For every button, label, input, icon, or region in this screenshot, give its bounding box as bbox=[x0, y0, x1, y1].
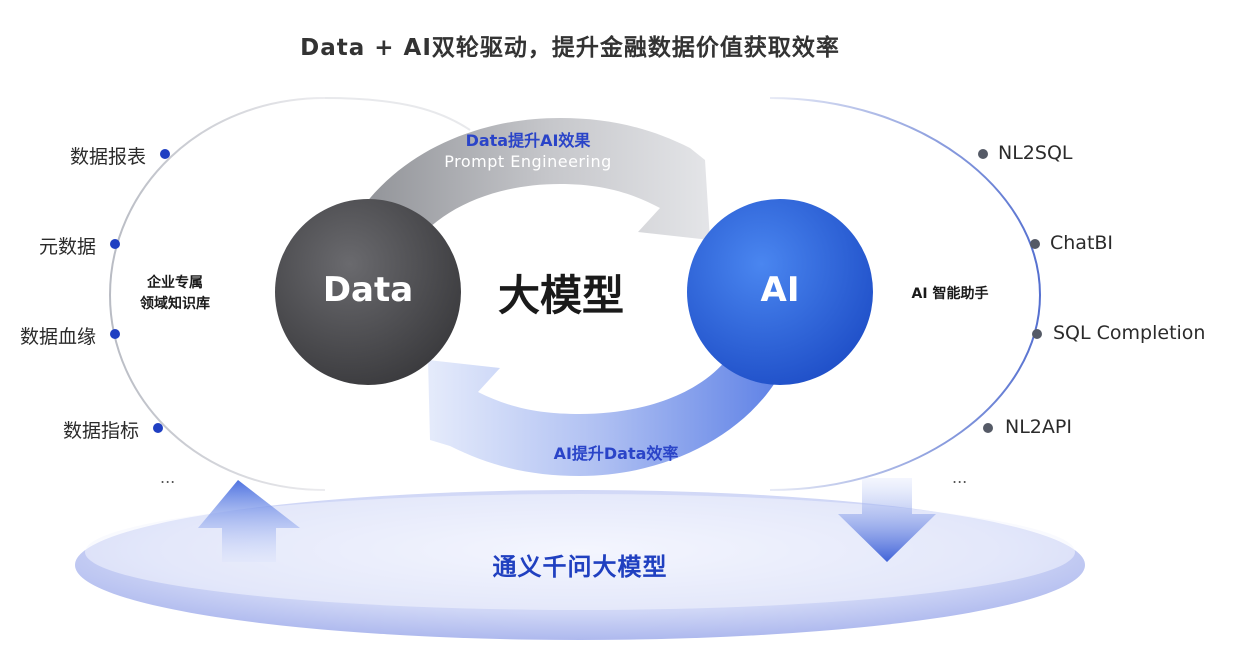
bottom-arrow bbox=[428, 355, 778, 476]
platform-label: 通义千问大模型 bbox=[492, 553, 668, 581]
right-dot bbox=[983, 423, 993, 433]
right-item-nl2api: NL2API bbox=[1005, 416, 1072, 438]
data-circle-label: Data bbox=[322, 270, 414, 310]
top-arrow-sublabel: Prompt Engineering bbox=[444, 152, 612, 171]
center-label: 大模型 bbox=[498, 271, 625, 320]
right-item-chatbi: ChatBI bbox=[1050, 232, 1114, 254]
left-dot bbox=[160, 149, 170, 159]
ai-circle-label: AI bbox=[760, 270, 800, 310]
right-item-nl2sql: NL2SQL bbox=[998, 142, 1073, 164]
left-item-data-metrics: 数据指标 bbox=[62, 420, 139, 442]
left-dot bbox=[110, 239, 120, 249]
left-center-label: 企业专属 领域知识库 bbox=[120, 273, 230, 315]
left-center-line2: 领域知识库 bbox=[140, 296, 210, 312]
diagram-title: Data + AI双轮驱动，提升金融数据价值获取效率 bbox=[300, 35, 840, 61]
ai-circle bbox=[687, 199, 873, 385]
bottom-arrow-label: AI提升Data效率 bbox=[553, 444, 679, 463]
left-center-line1: 企业专属 bbox=[147, 275, 203, 291]
left-item-metadata: 元数据 bbox=[38, 236, 96, 258]
left-more: ... bbox=[160, 468, 176, 487]
left-item-data-report: 数据报表 bbox=[69, 146, 146, 168]
top-arrow bbox=[355, 118, 710, 250]
right-more: ... bbox=[952, 468, 968, 487]
left-dot bbox=[153, 423, 163, 433]
right-item-sql-completion: SQL Completion bbox=[1053, 322, 1206, 344]
up-arrow bbox=[198, 480, 300, 562]
right-center-label: AI 智能助手 bbox=[911, 286, 989, 302]
right-dot bbox=[1030, 239, 1040, 249]
right-dot bbox=[1032, 329, 1042, 339]
right-dot bbox=[978, 149, 988, 159]
left-dot bbox=[110, 329, 120, 339]
top-arrow-label: Data提升AI效果 bbox=[465, 131, 591, 150]
left-ring bbox=[108, 97, 326, 491]
left-item-data-lineage: 数据血缘 bbox=[19, 326, 96, 348]
right-ring bbox=[769, 97, 1042, 491]
down-arrow bbox=[838, 478, 936, 562]
data-circle bbox=[275, 199, 461, 385]
